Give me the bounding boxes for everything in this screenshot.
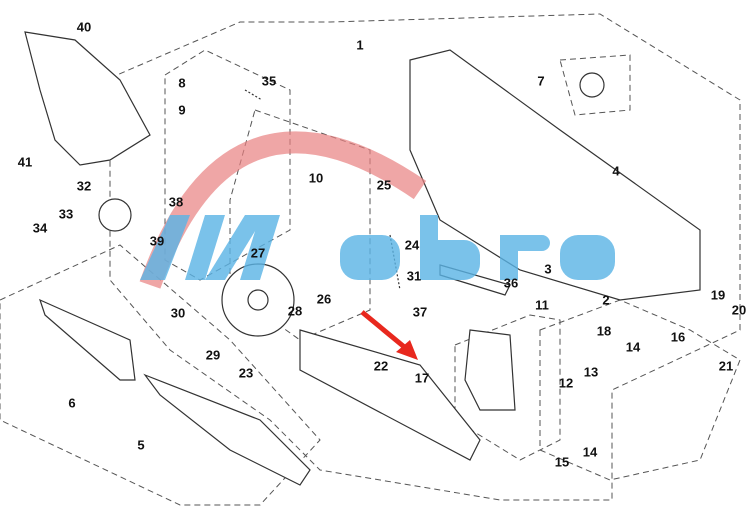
callout-36: 36 — [503, 275, 519, 291]
callout-26: 26 — [316, 291, 332, 307]
parts — [24, 31, 701, 486]
callout-38: 38 — [168, 194, 184, 210]
part-35-spring — [244, 89, 263, 101]
callout-9: 9 — [178, 102, 186, 118]
callout-40: 40 — [76, 19, 92, 35]
callout-13: 13 — [583, 364, 599, 380]
callout-11: 11 — [535, 297, 549, 313]
callout-32: 32 — [76, 178, 92, 194]
callout-30: 30 — [170, 305, 186, 321]
callout-4: 4 — [612, 163, 620, 179]
callout-29: 29 — [205, 347, 221, 363]
part-32-gear — [98, 198, 132, 232]
watermark-logo — [140, 215, 615, 280]
callout-12: 12 — [558, 375, 574, 391]
part-12-block — [464, 329, 516, 411]
callout-14: 14 — [625, 339, 641, 355]
callout-2: 2 — [602, 292, 610, 308]
red-arrow-icon — [360, 310, 418, 360]
callout-8: 8 — [178, 75, 186, 91]
callout-23: 23 — [238, 365, 254, 381]
callout-3: 3 — [544, 261, 552, 277]
callout-15: 15 — [554, 454, 570, 470]
callout-37: 37 — [412, 304, 428, 320]
callout-27: 27 — [250, 245, 266, 261]
part-1-frame — [409, 49, 701, 301]
callout-35: 35 — [261, 73, 277, 89]
part-7-disc — [579, 72, 605, 98]
callout-20: 20 — [731, 302, 747, 318]
callout-7: 7 — [537, 73, 545, 89]
callout-17: 17 — [414, 370, 430, 386]
callout-18: 18 — [596, 323, 612, 339]
part-5-plate — [143, 373, 311, 486]
callout-14b: 14 — [582, 444, 598, 460]
callout-22: 22 — [373, 358, 389, 374]
callout-10: 10 — [308, 170, 324, 186]
part-6-lever — [39, 298, 136, 381]
callout-31: 31 — [406, 268, 422, 284]
callout-5: 5 — [137, 437, 145, 453]
callout-25: 25 — [376, 177, 392, 193]
callout-39: 39 — [149, 233, 165, 249]
part-40-arm — [24, 31, 151, 166]
callout-41: 41 — [17, 154, 33, 170]
callout-33: 33 — [58, 206, 74, 222]
part-22-plate — [299, 329, 481, 461]
callout-24: 24 — [404, 237, 420, 253]
callout-16: 16 — [670, 329, 686, 345]
callout-34: 34 — [32, 220, 48, 236]
callout-21: 21 — [718, 358, 734, 374]
callout-6: 6 — [68, 395, 76, 411]
callout-1: 1 — [356, 37, 364, 53]
callout-19: 19 — [710, 287, 726, 303]
callout-28: 28 — [287, 303, 303, 319]
